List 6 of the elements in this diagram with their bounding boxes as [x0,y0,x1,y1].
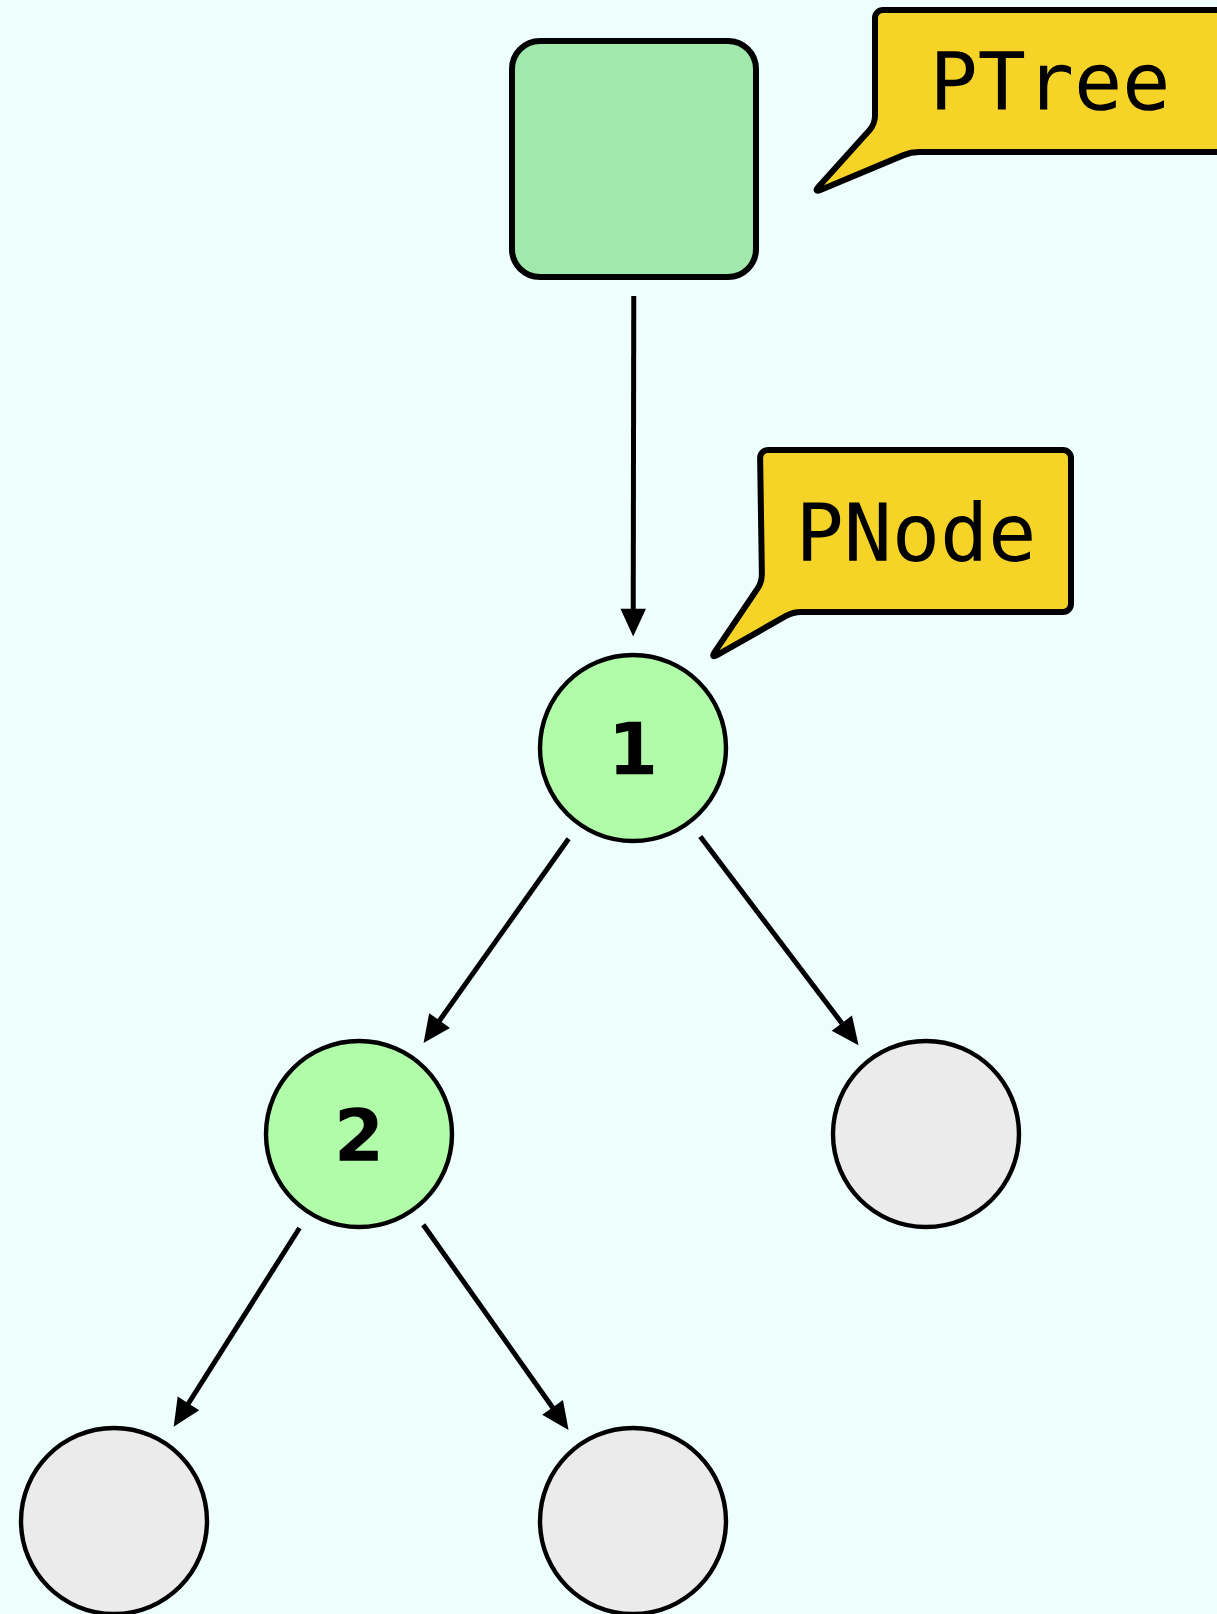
callout-bubble: PTree [813,7,1217,194]
tree-node-circle [537,1425,729,1614]
rounded-square [509,38,759,280]
tree-node-circle [830,1038,1022,1230]
tree-node-circle [18,1425,210,1614]
callout-bubble: PNode [710,447,1074,660]
